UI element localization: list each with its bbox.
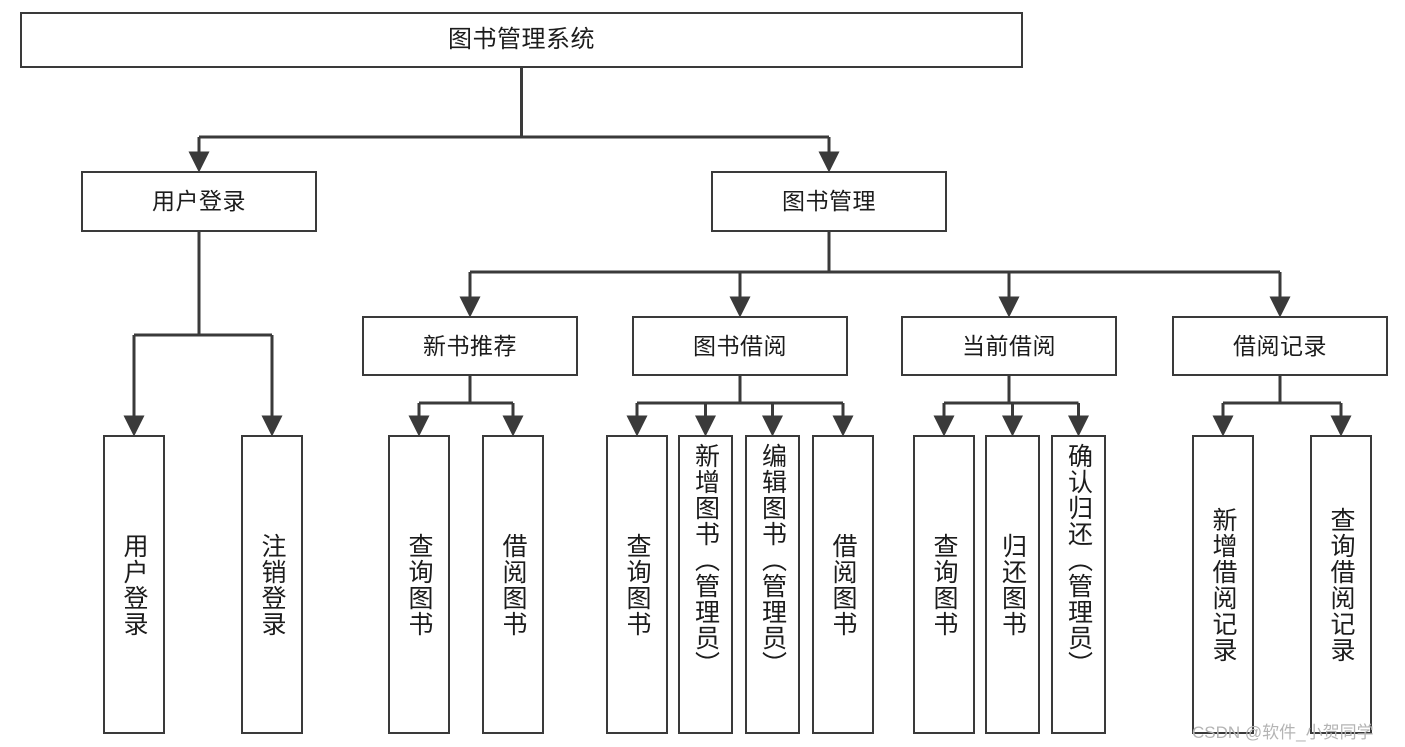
node-label: 查询图书 [930, 532, 958, 637]
node-leaf-borrow-add-book[interactable]: 新增图书（管理员） [678, 435, 733, 734]
node-label: 借阅图书 [499, 532, 527, 637]
node-label: 图书管理系统 [448, 26, 595, 54]
node-book-borrow[interactable]: 图书借阅 [632, 316, 848, 376]
node-leaf-rec-borrow-book[interactable]: 借阅图书 [482, 435, 544, 734]
node-label: 新增借阅记录 [1209, 506, 1237, 663]
node-label: 查询图书 [405, 532, 433, 637]
node-label: 用户登录 [152, 188, 246, 215]
node-label: 图书管理 [782, 188, 876, 215]
node-leaf-borrow-edit-book[interactable]: 编辑图书（管理员） [745, 435, 800, 734]
node-label: 用户登录 [120, 532, 148, 637]
node-leaf-cur-confirm-return[interactable]: 确认归还（管理员） [1051, 435, 1106, 734]
node-leaf-cur-query-book[interactable]: 查询图书 [913, 435, 975, 734]
node-leaf-rec-query-record[interactable]: 查询借阅记录 [1310, 435, 1372, 734]
node-root[interactable]: 图书管理系统 [20, 12, 1023, 68]
node-leaf-borrow-query-book[interactable]: 查询图书 [606, 435, 668, 734]
node-leaf-rec-add-record[interactable]: 新增借阅记录 [1192, 435, 1254, 734]
node-book-manage[interactable]: 图书管理 [711, 171, 947, 232]
node-label: 编辑图书（管理员） [758, 443, 787, 677]
node-label: 确认归还（管理员） [1064, 443, 1093, 677]
csdn-watermark: CSDN @软件_小贺同学 [1192, 723, 1374, 742]
node-current-borrow[interactable]: 当前借阅 [901, 316, 1117, 376]
node-label: 新增图书（管理员） [691, 443, 720, 677]
node-leaf-user-login[interactable]: 用户登录 [103, 435, 165, 734]
node-leaf-rec-query-book[interactable]: 查询图书 [388, 435, 450, 734]
node-label: 当前借阅 [962, 332, 1056, 359]
node-new-book-rec[interactable]: 新书推荐 [362, 316, 578, 376]
node-label: 借阅图书 [829, 532, 857, 637]
node-label: 归还图书 [998, 532, 1027, 637]
node-leaf-borrow-borrow-book[interactable]: 借阅图书 [812, 435, 874, 734]
node-label: 查询借阅记录 [1327, 506, 1355, 663]
node-label: 图书借阅 [693, 332, 787, 359]
node-label: 新书推荐 [423, 332, 517, 359]
node-label: 查询图书 [623, 532, 651, 637]
node-leaf-cur-return-book[interactable]: 归还图书 [985, 435, 1040, 734]
node-label: 注销登录 [258, 532, 286, 637]
node-borrow-record[interactable]: 借阅记录 [1172, 316, 1388, 376]
node-user-login[interactable]: 用户登录 [81, 171, 317, 232]
node-label: 借阅记录 [1233, 332, 1327, 359]
node-leaf-user-logout[interactable]: 注销登录 [241, 435, 303, 734]
